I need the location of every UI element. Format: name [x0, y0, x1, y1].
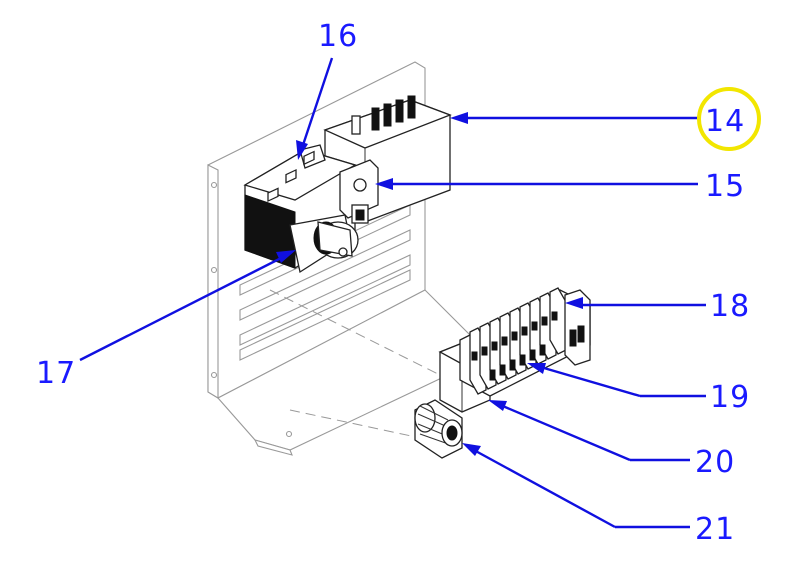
terminal-screws — [471, 311, 558, 381]
terminal-block-rail — [438, 287, 591, 413]
callout-14: 14 — [705, 104, 745, 139]
callout-16: 16 — [318, 19, 358, 54]
leader-lines — [79, 57, 706, 529]
callout-15: 15 — [705, 169, 745, 204]
cable-gland — [414, 399, 463, 459]
callout-18: 18 — [710, 289, 750, 324]
callout-21: 21 — [695, 512, 735, 547]
callout-20: 20 — [695, 445, 735, 480]
callout-17: 17 — [36, 356, 76, 391]
callout-19: 19 — [710, 380, 750, 415]
highlight-ring — [697, 87, 761, 151]
callout-labels: 14 15 16 17 18 19 20 21 — [36, 19, 750, 547]
isolator-switch-assembly — [243, 95, 452, 274]
